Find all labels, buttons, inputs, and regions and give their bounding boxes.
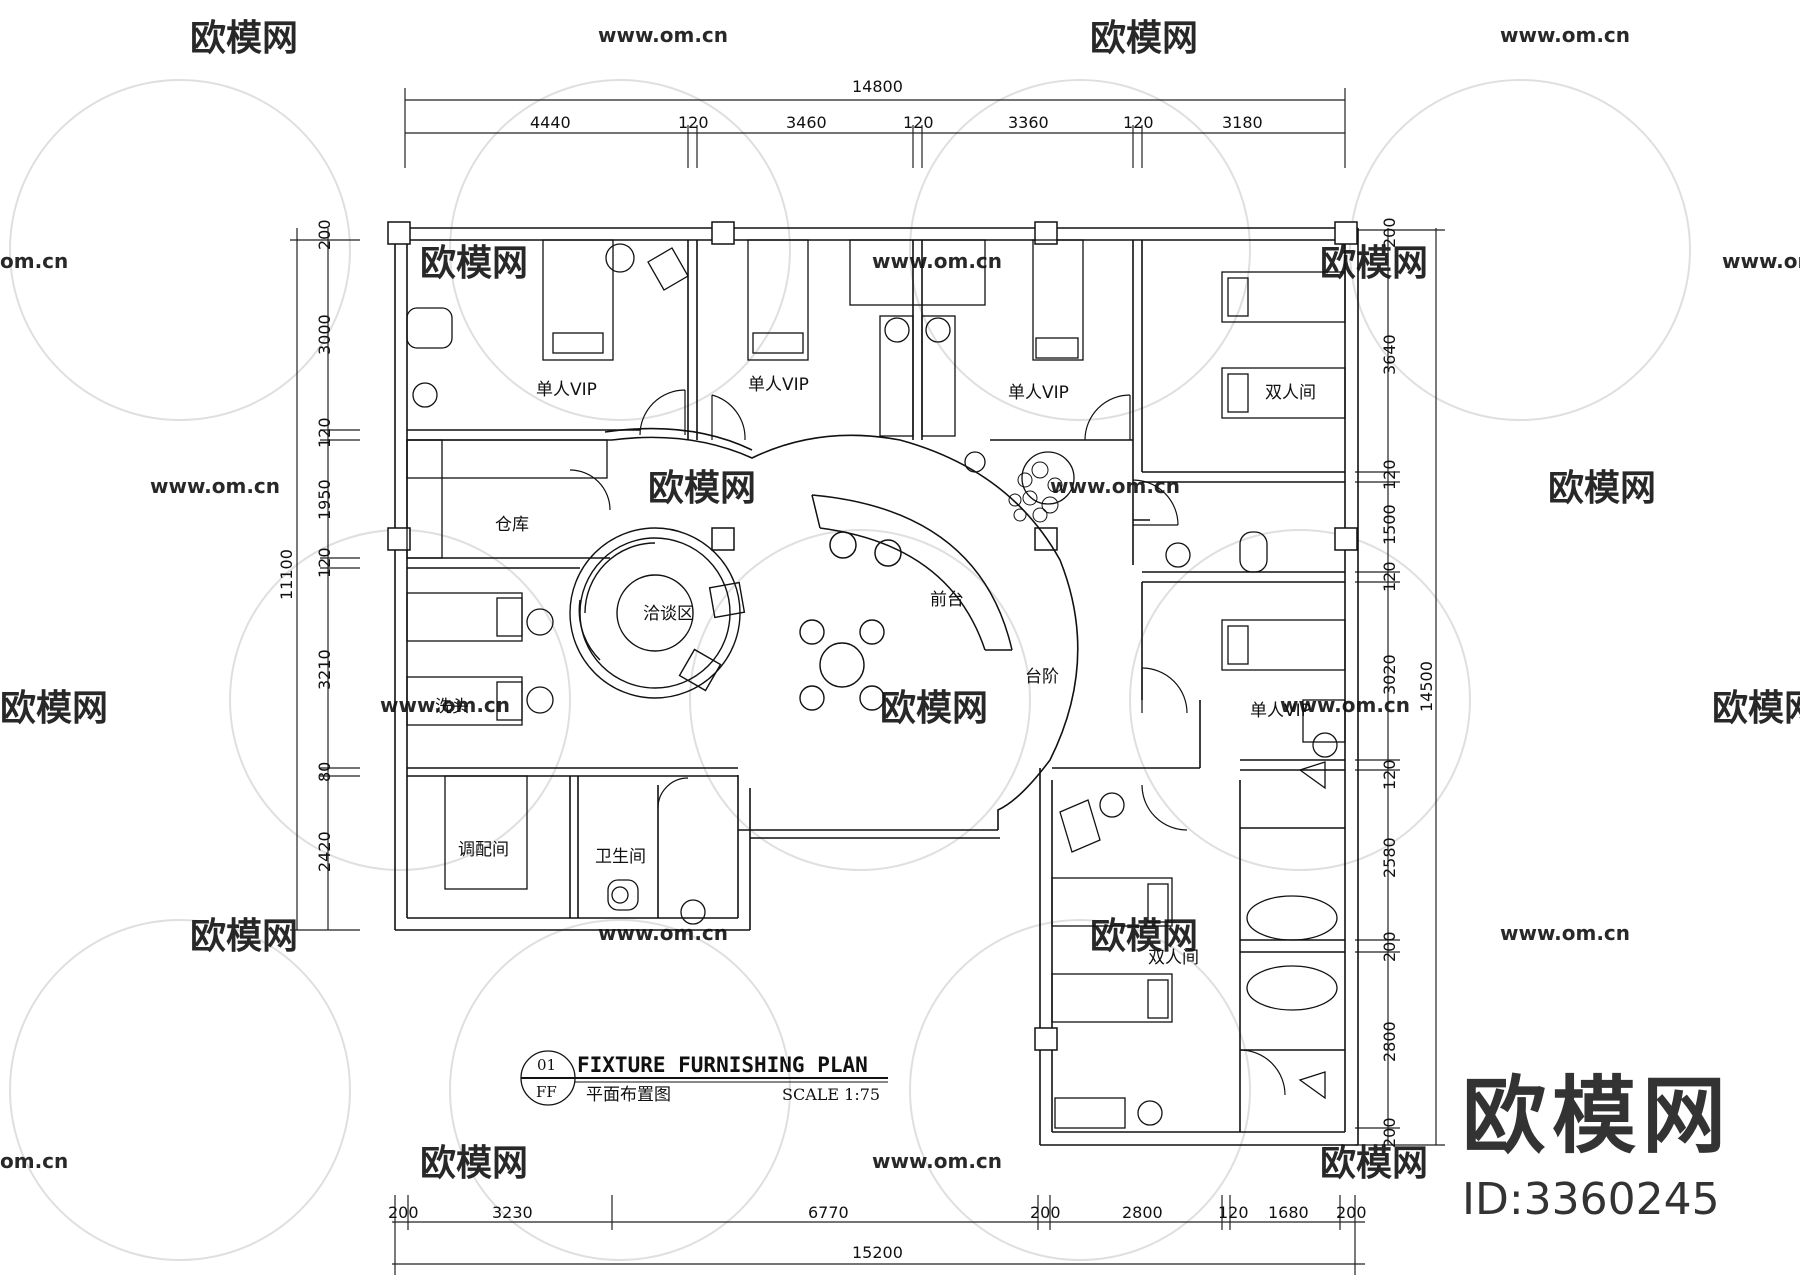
dim-top-segment: 4440: [530, 113, 571, 132]
dim-right-segment: 1500: [1380, 504, 1399, 545]
dim-right-segment: 2800: [1380, 1021, 1399, 1062]
watermark-url: www.om.cn: [380, 693, 510, 717]
dim-left-segment: 200: [315, 219, 334, 250]
room-label-double2: 双人间: [1148, 948, 1199, 968]
round-table: [799, 619, 885, 711]
dim-right-segment: 120: [1380, 459, 1399, 490]
drawing-title: FIXTURE FURNISHING PLAN: [577, 1053, 868, 1077]
dim-left-segment: 120: [315, 417, 334, 448]
brand-logo-text: 欧模网: [1461, 1067, 1732, 1165]
dim-bottom-segment: 200: [388, 1203, 419, 1222]
dim-right-segment: 200: [1380, 931, 1399, 962]
dim-right-segment: 120: [1380, 561, 1399, 592]
reception-desk: [811, 494, 1013, 651]
dim-left-segment: 3000: [315, 314, 334, 355]
structural-columns: [387, 221, 1358, 1051]
dim-right-total: 14500: [1417, 661, 1436, 712]
dim-right-segment: 200: [1380, 1117, 1399, 1148]
watermark-url: www.om.cn: [872, 1149, 1002, 1173]
watermark-url: www.om.cn: [872, 249, 1002, 273]
watermark-brand: 欧模网: [648, 468, 756, 509]
watermark-url: www.om.cn: [1050, 474, 1180, 498]
dim-left-total: 11100: [277, 549, 296, 600]
title-sheet: FF: [536, 1083, 557, 1101]
watermark-url: om.cn: [0, 249, 68, 273]
watermark-brand: 欧模网: [1090, 916, 1198, 957]
dim-left-segment: 2420: [315, 831, 334, 872]
dim-bottom-segment: 3230: [492, 1203, 533, 1222]
drawing-subtitle: 平面布置图: [586, 1085, 671, 1105]
room-label-toilet: 卫生间: [595, 847, 646, 867]
watermark-brand: 欧模网: [1320, 243, 1428, 284]
room-label-double1: 双人间: [1265, 383, 1316, 403]
drawing-scale: SCALE 1:75: [782, 1085, 880, 1104]
watermark-brand: 欧模网: [880, 688, 988, 729]
watermark-brand: 欧模网: [190, 916, 298, 957]
title-block: 01 FF FIXTURE FURNISHING PLAN 平面布置图 SCAL…: [520, 1050, 888, 1106]
dim-right-segment: 3640: [1380, 334, 1399, 375]
dim-right-segment: 120: [1380, 759, 1399, 790]
dim-top-segment: 120: [1123, 113, 1154, 132]
dim-right-segment: 200: [1380, 217, 1399, 248]
watermark-url: www.om.cn: [1500, 921, 1630, 945]
plant-decoration: [1008, 461, 1063, 523]
dim-bottom-segment: 200: [1336, 1203, 1367, 1222]
dim-top-total: 14800: [852, 77, 903, 96]
room-label-vip2: 单人VIP: [748, 375, 809, 395]
dim-right-segment: 3020: [1380, 654, 1399, 695]
room-label-reception: 前台: [930, 590, 964, 610]
dim-right-segment: 2580: [1380, 837, 1399, 878]
negotiation-area: [569, 527, 746, 699]
room-label-negotiation: 洽谈区: [643, 604, 694, 624]
room-label-vip1: 单人VIP: [536, 380, 597, 400]
watermark-url: www.om.cn: [1500, 23, 1630, 47]
watermark-brand: 欧模网: [190, 18, 298, 59]
watermark-layer: 欧模网 www.om.cn 欧模网 www.om.cn om.cn 欧模网 ww…: [0, 18, 1800, 1261]
dim-bottom-segment: 1680: [1268, 1203, 1309, 1222]
watermark-brand: 欧模网: [1548, 468, 1656, 509]
watermark-url: www.om.cn: [598, 23, 728, 47]
dim-top-segment: 120: [903, 113, 934, 132]
dim-bottom-segment: 120: [1218, 1203, 1249, 1222]
room-label-mixing: 调配间: [458, 840, 509, 860]
dim-top-segment: 120: [678, 113, 709, 132]
watermark-url: www.om.cn: [598, 921, 728, 945]
brand-block: 欧模网 ID:3360245: [1462, 1049, 1732, 1225]
room-label-vip4: 单人VIP: [1250, 701, 1311, 721]
dim-left-segment: 1950: [315, 479, 334, 520]
watermark-brand: 欧模网: [420, 243, 528, 284]
dim-left-segment: 80: [315, 762, 334, 782]
room-label-storage: 仓库: [495, 515, 529, 535]
watermark-url: www.om.cn: [150, 474, 280, 498]
brand-id: ID:3360245: [1461, 1174, 1720, 1225]
watermark-url: www.om.cn: [1722, 249, 1800, 273]
watermark-brand: 欧模网: [1712, 688, 1800, 729]
watermark-brand: 欧模网: [420, 1143, 528, 1184]
room-label-steps: 台阶: [1025, 667, 1059, 687]
dim-top-segment: 3460: [786, 113, 827, 132]
dim-top-segment: 3180: [1222, 113, 1263, 132]
room-label-vip3: 单人VIP: [1008, 383, 1069, 403]
watermark-brand: 欧模网: [0, 688, 108, 729]
dim-top-segment: 3360: [1008, 113, 1049, 132]
room-labels: 单人VIP 单人VIP 单人VIP 双人间 仓库 洽谈区 前台 台阶 洗头 单人…: [435, 375, 1316, 968]
room-label-wash: 洗头: [435, 697, 469, 717]
dim-bottom-total: 15200: [852, 1243, 903, 1262]
dim-bottom-segment: 200: [1030, 1203, 1061, 1222]
dim-left-segment: 120: [315, 547, 334, 578]
walls: [394, 227, 1359, 1146]
dim-bottom-segment: 2800: [1122, 1203, 1163, 1222]
dimension-lines: [290, 88, 1445, 1275]
watermark-url: om.cn: [0, 1149, 68, 1173]
lobby-curve: [604, 427, 1079, 830]
dim-left-segment: 3210: [315, 649, 334, 690]
watermark-brand: 欧模网: [1090, 18, 1198, 59]
doors: [569, 389, 1286, 1096]
watermark-brand: 欧模网: [1320, 1143, 1428, 1184]
furniture: [406, 239, 1346, 1129]
dim-bottom-segment: 6770: [808, 1203, 849, 1222]
dimension-labels: 14800 4440 120 3460 120 3360 120 3180 11…: [277, 77, 1436, 1262]
title-number: 01: [537, 1056, 556, 1074]
